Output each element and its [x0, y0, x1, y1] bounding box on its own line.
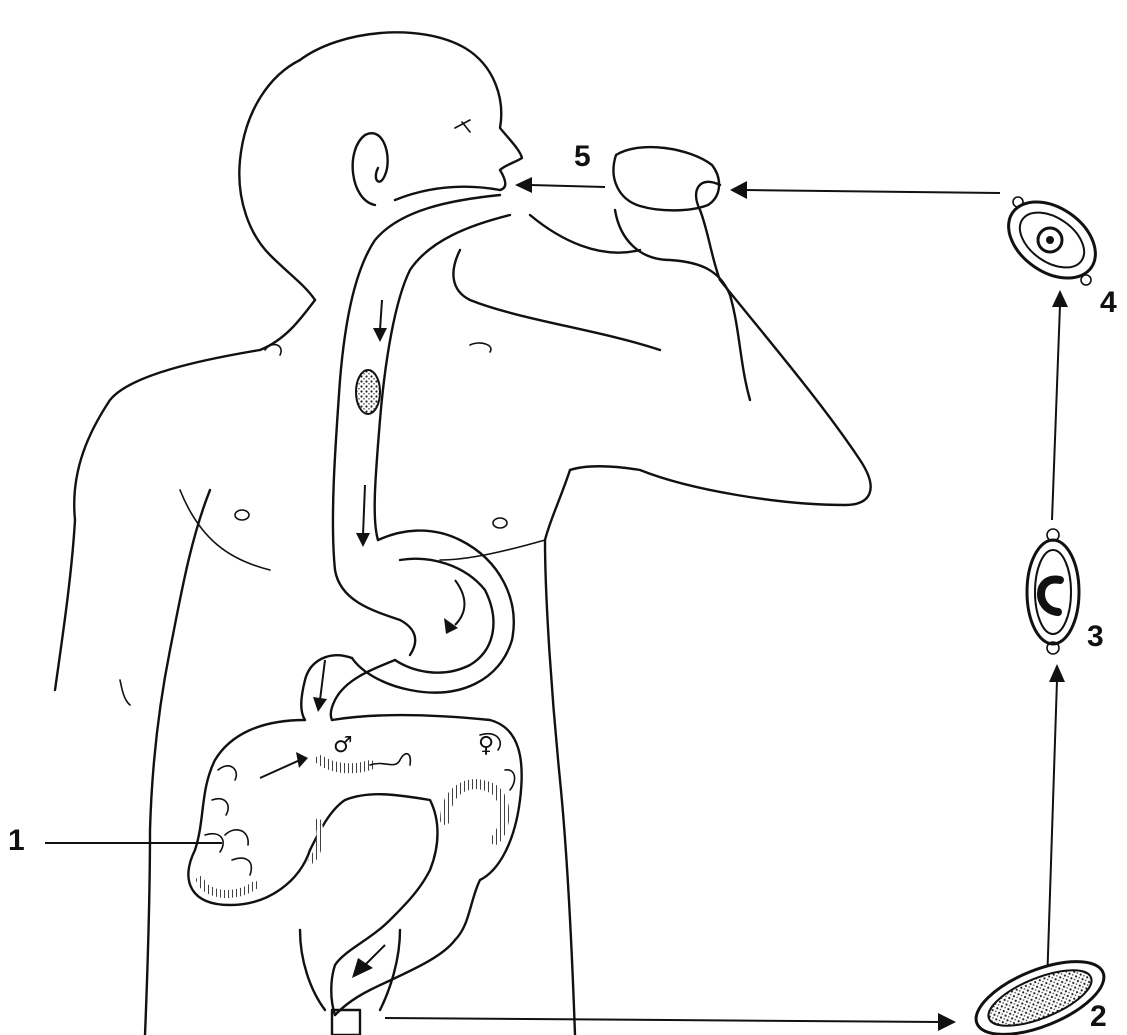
arrow-to-stage-3	[1047, 664, 1065, 985]
human-figure	[55, 32, 871, 1035]
egg-embryonating	[1027, 529, 1079, 654]
male-symbol: ♂	[333, 733, 353, 758]
egg-embryonated	[994, 186, 1109, 293]
digestive-tract	[188, 195, 521, 1035]
label-2: 2	[1090, 1002, 1107, 1032]
label-4: 4	[1100, 288, 1117, 318]
arrow-to-stage-4	[1052, 290, 1068, 520]
label-1: 1	[8, 826, 25, 856]
label-3: 3	[1087, 622, 1104, 652]
arrow-to-stage-2	[385, 1013, 956, 1031]
label-5: 5	[574, 142, 591, 172]
arrow-to-mouth	[515, 177, 605, 193]
arrow-to-stage-5	[730, 181, 1000, 199]
female-symbol: ♀	[478, 733, 494, 758]
